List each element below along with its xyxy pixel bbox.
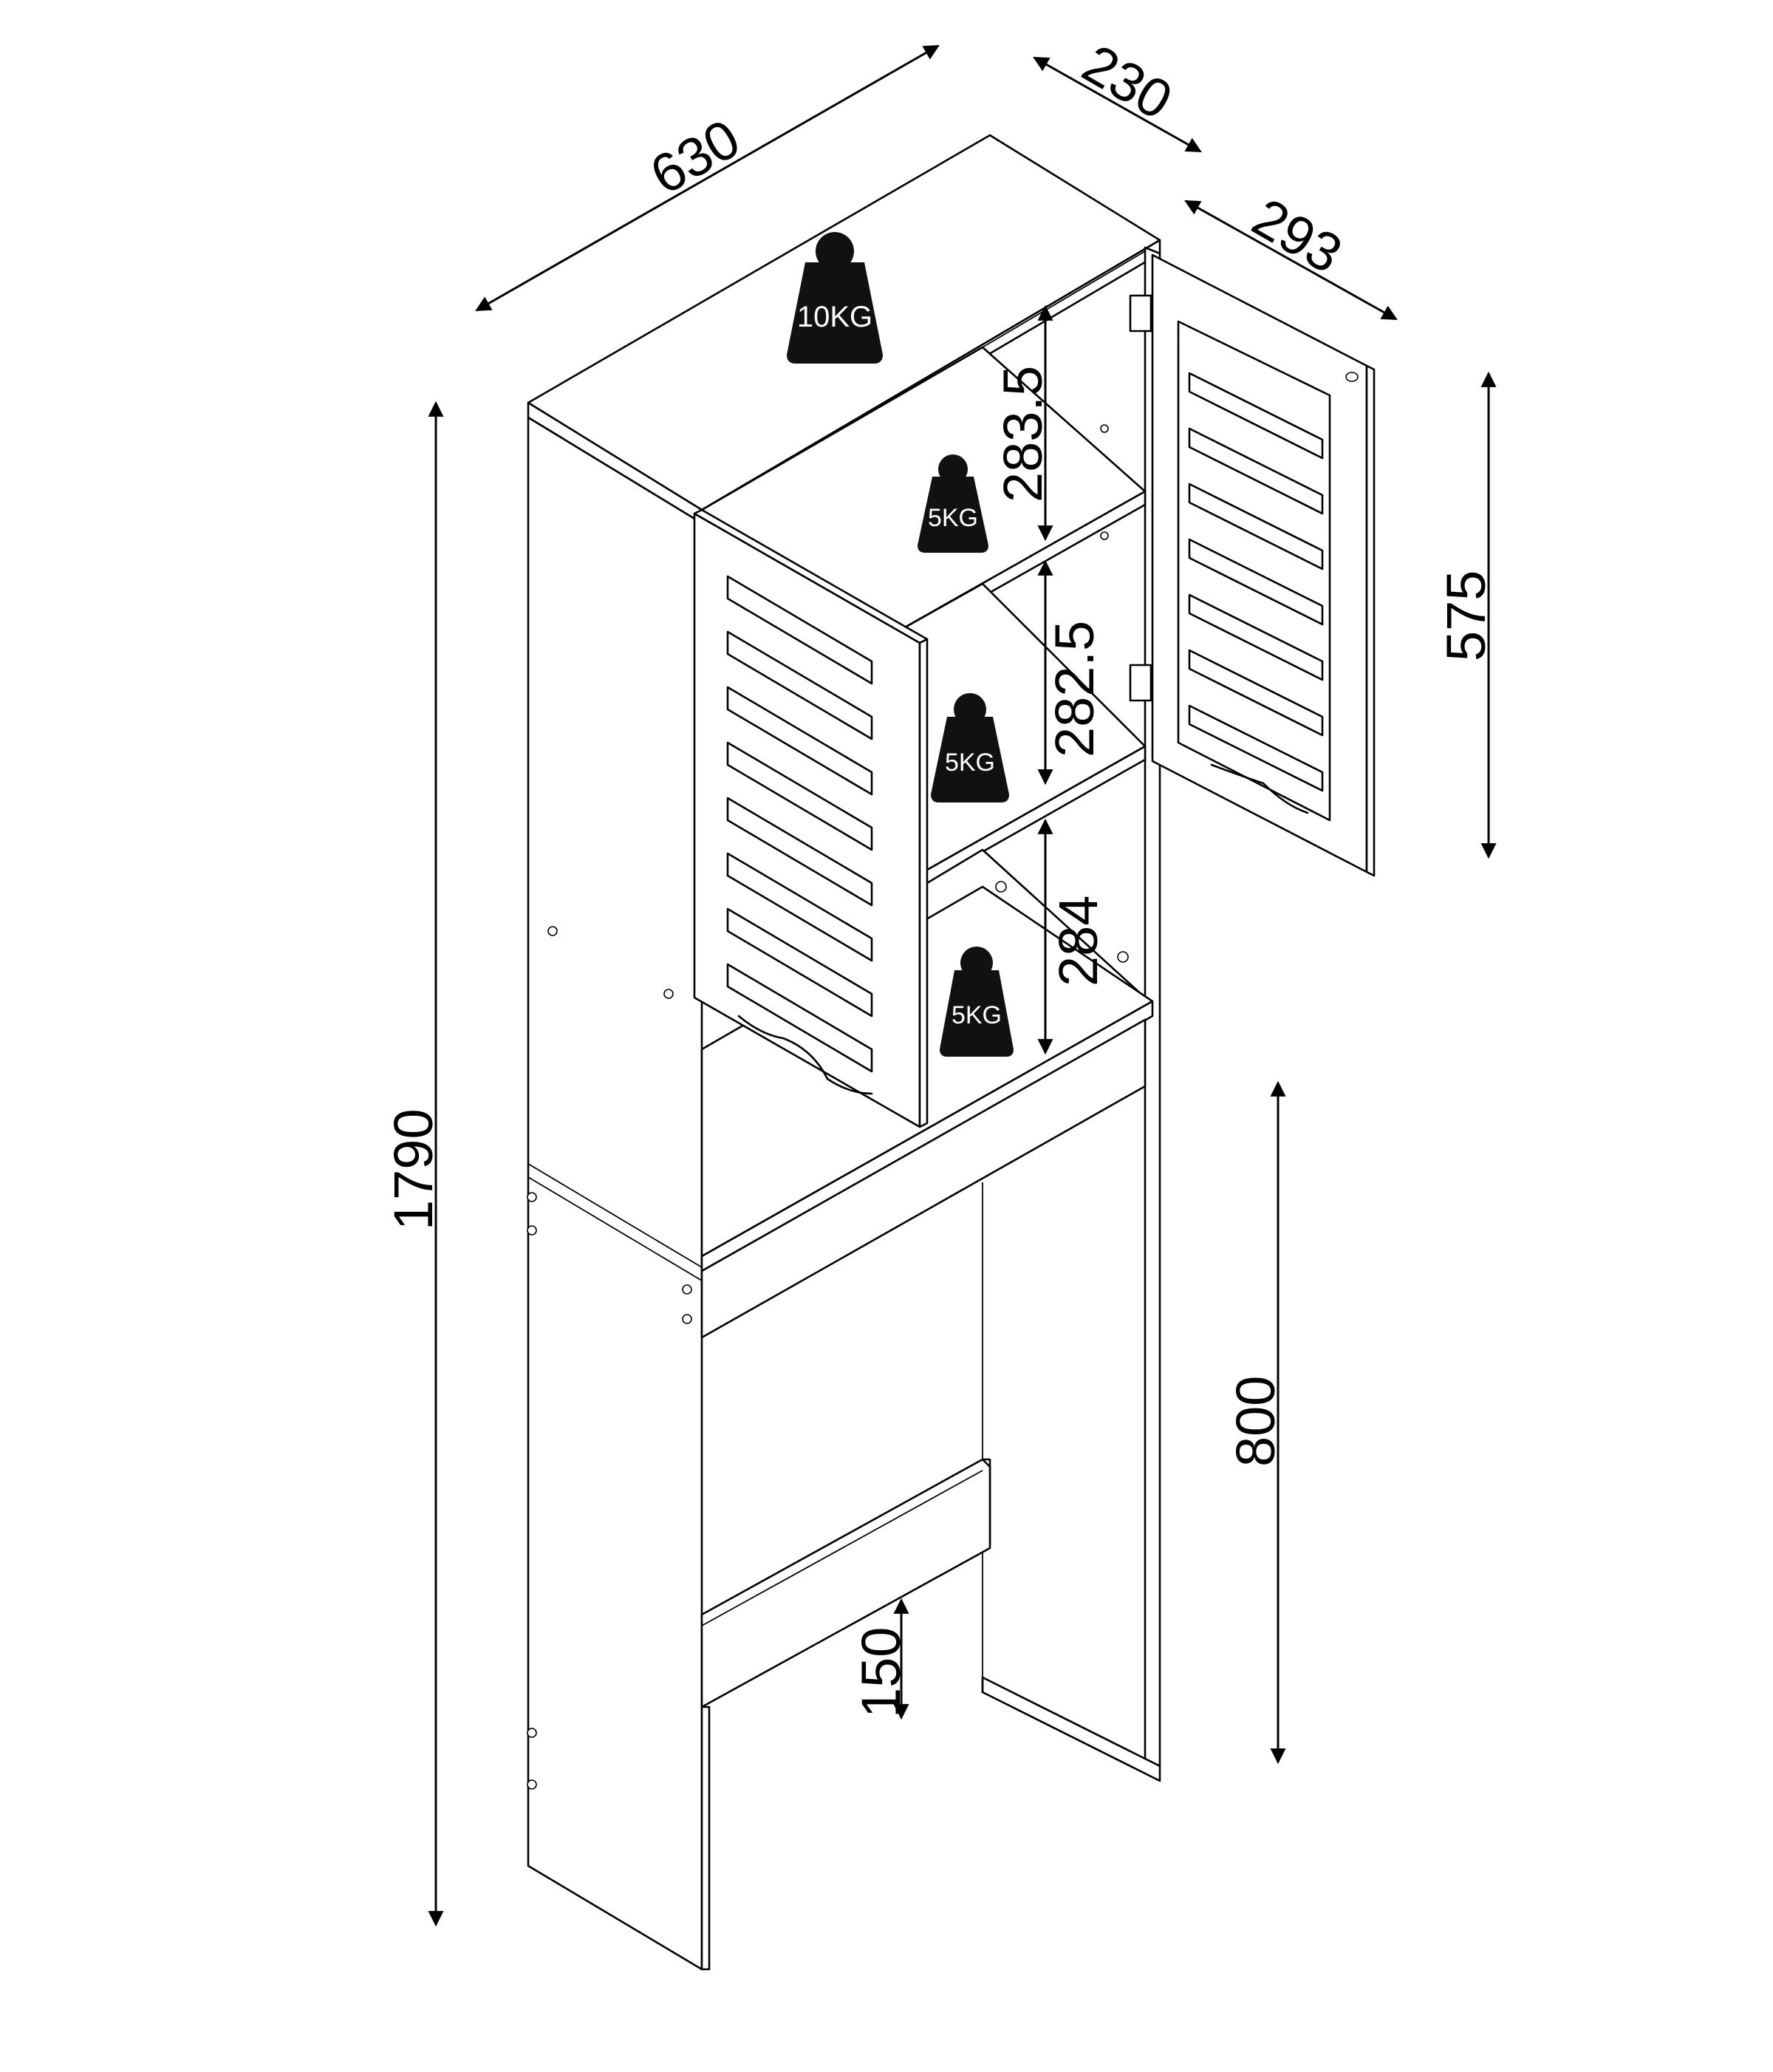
dim-upper-height-label: 575 — [1435, 570, 1497, 661]
weight-shelf-2: 5KG — [931, 693, 1009, 802]
dim-door-depth-line — [1184, 200, 1398, 321]
cabinet-drawing — [527, 134, 1376, 1971]
dim-width-line — [475, 44, 940, 312]
hinge-top — [1129, 294, 1152, 333]
hinge-bottom — [1129, 664, 1152, 702]
weight-shelf-1: 5KG — [918, 454, 988, 553]
dim-base-height-label: 800 — [1225, 1376, 1286, 1467]
left-door-louvres — [726, 575, 873, 1073]
dim-total-height-label: 1790 — [383, 1108, 444, 1230]
weight-shelf-3-label: 5KG — [952, 1001, 1002, 1029]
right-door-louvres — [1188, 372, 1324, 792]
weight-top-label: 10KG — [797, 301, 872, 333]
dim-shelf-gap-bottom-label: 284 — [1048, 896, 1109, 986]
dim-depth-line — [1033, 56, 1202, 153]
dim-depth-label: 230 — [1073, 33, 1182, 132]
dim-door-depth-label: 293 — [1243, 186, 1352, 285]
weight-shelf-3: 5KG — [940, 947, 1014, 1057]
weight-shelf-2-label: 5KG — [945, 749, 995, 777]
dim-width-label: 630 — [640, 107, 750, 206]
weight-shelf-1-label: 5KG — [928, 504, 978, 532]
dim-shelf-gap-top-label: 283.5 — [992, 366, 1053, 502]
dim-bottom-rail-label: 150 — [850, 1627, 912, 1718]
door-handle — [1345, 372, 1359, 382]
dim-shelf-gap-middle-label: 282.5 — [1044, 621, 1105, 757]
